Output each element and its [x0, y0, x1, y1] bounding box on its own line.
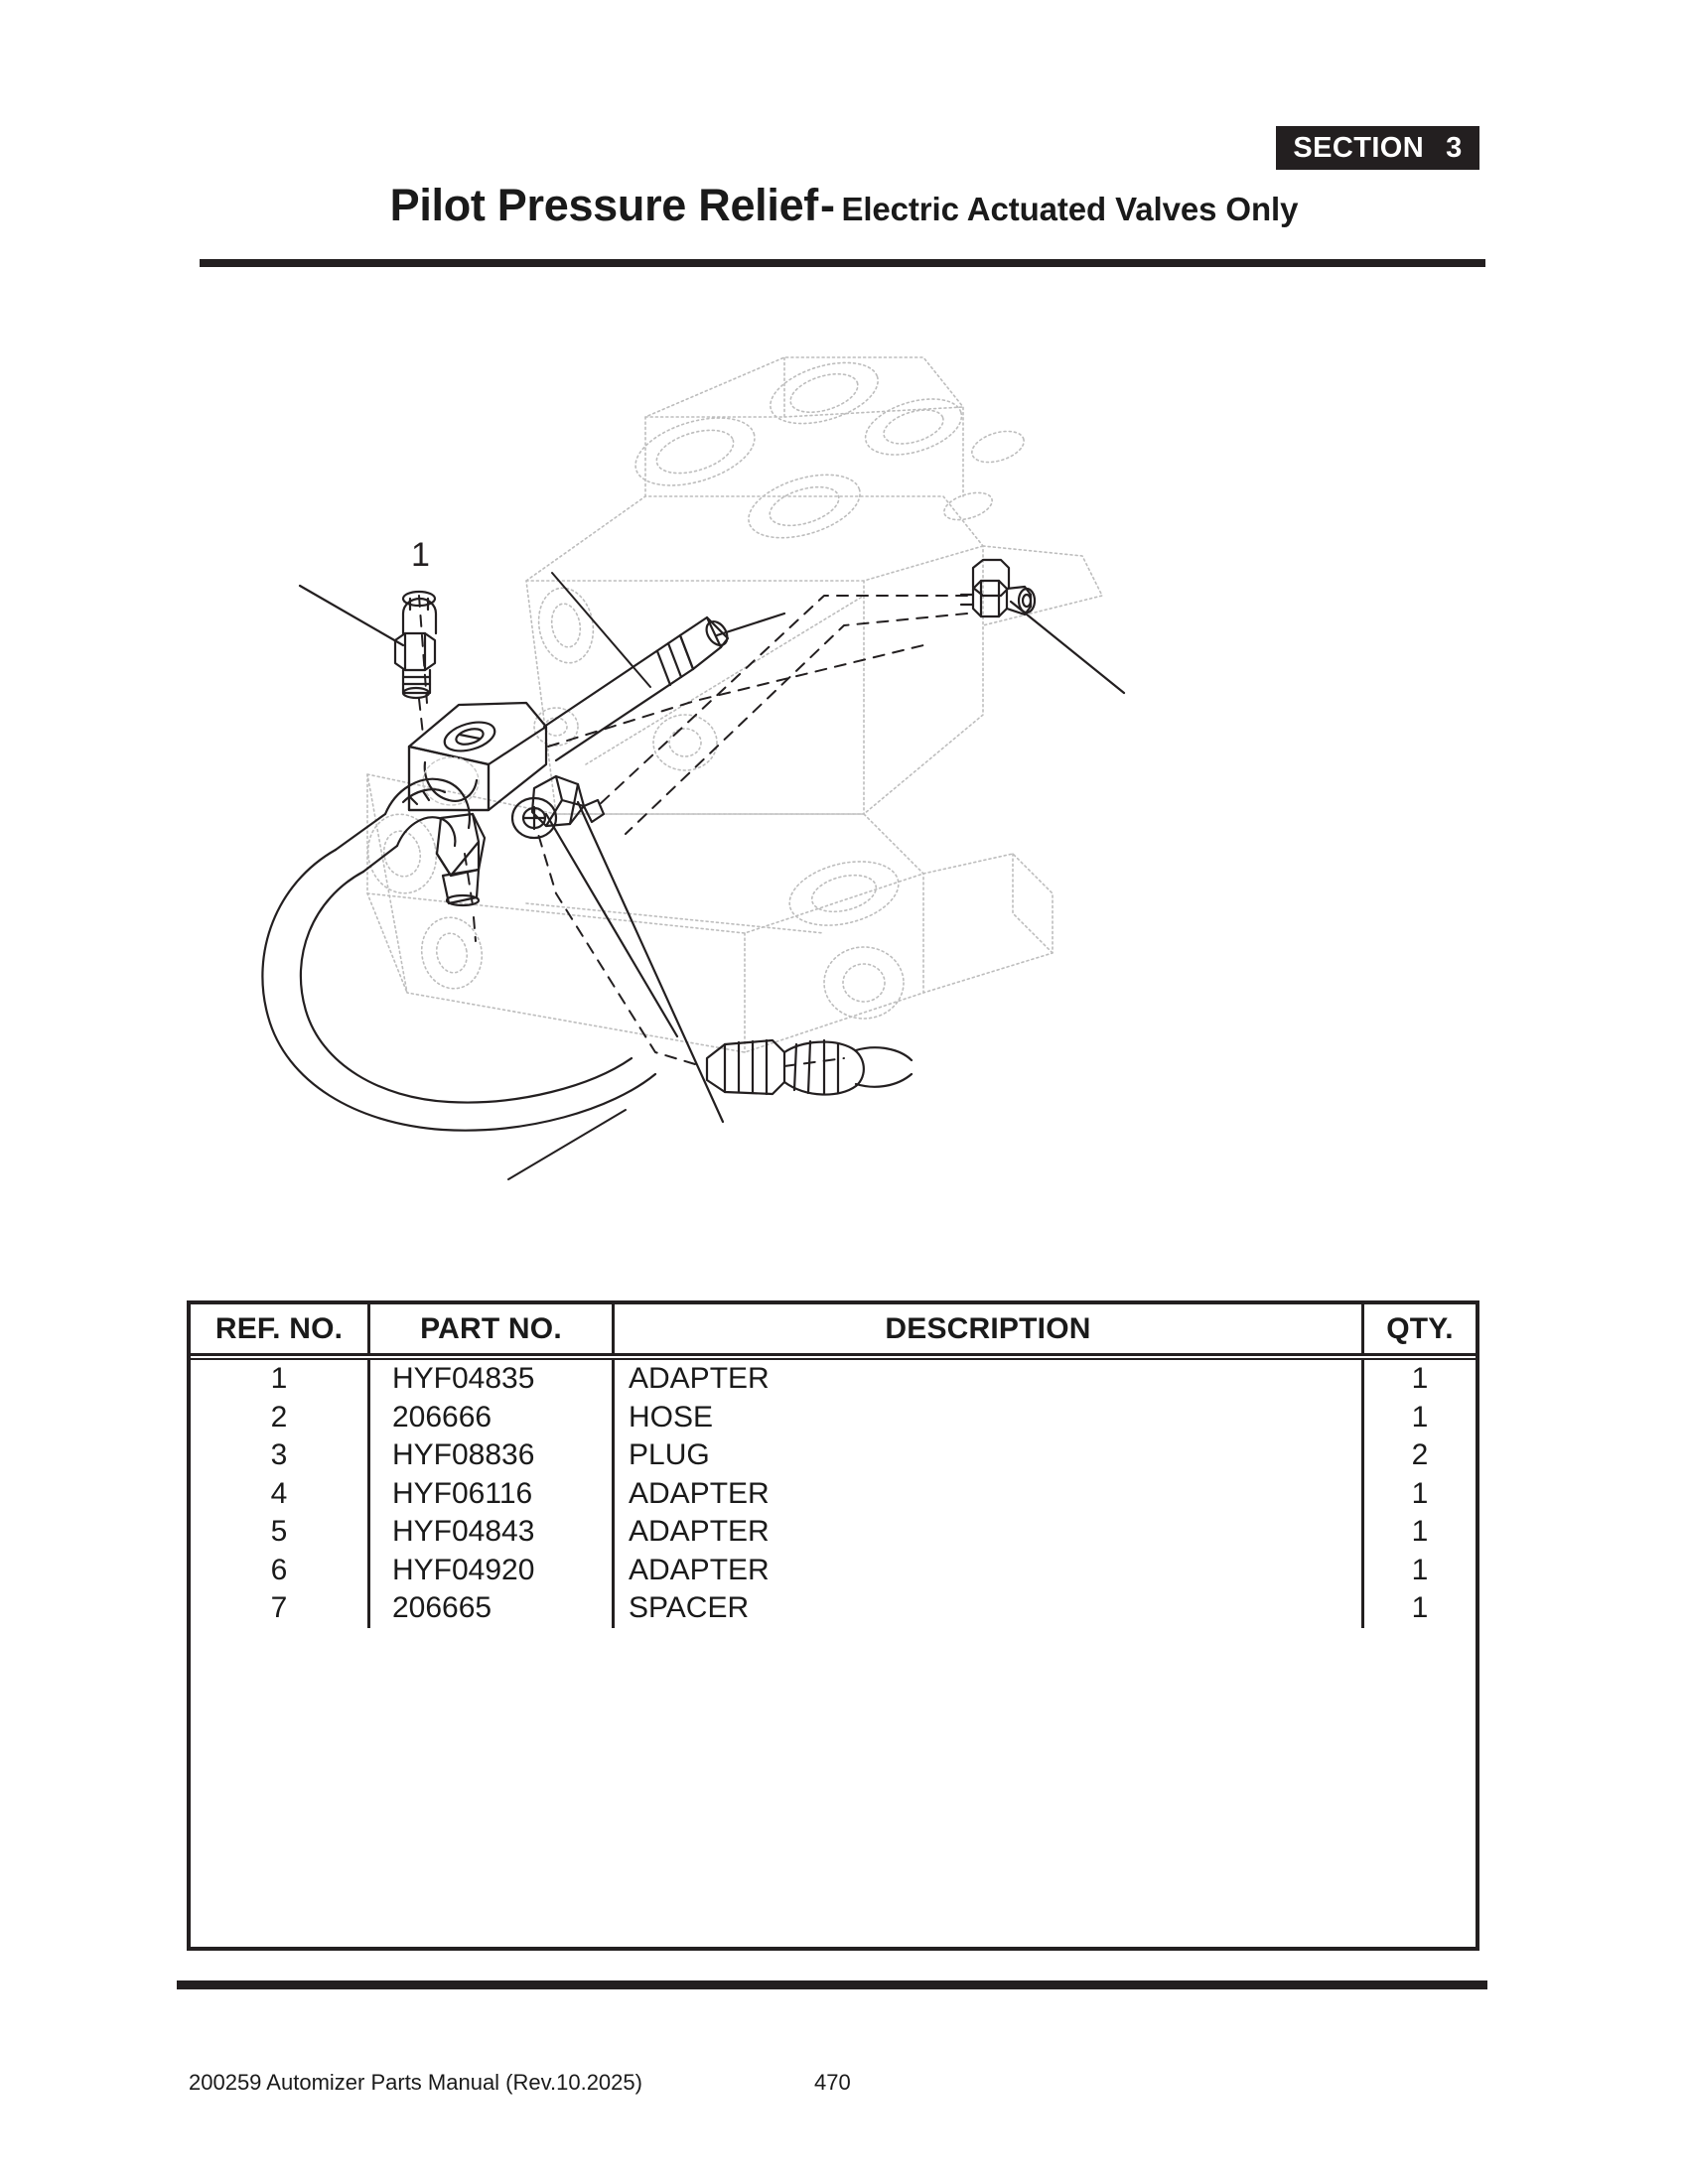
hydraulic-hose-assembly	[261, 777, 914, 1180]
cell-description: ADAPTER	[612, 1474, 1361, 1513]
cell-qty: 1	[1361, 1589, 1476, 1628]
callout-leader-lines	[298, 584, 1126, 1124]
column-header-qty: QTY.	[1361, 1304, 1476, 1353]
section-badge-number: 3	[1446, 131, 1463, 164]
cell-qty: 1	[1361, 1474, 1476, 1513]
cell-ref-no: 4	[270, 1476, 288, 1510]
hose-coupling-straight	[705, 1038, 914, 1096]
column-header-ref-no: REF. NO.	[214, 1311, 344, 1345]
cell-description: ADAPTER	[612, 1513, 1361, 1552]
callout-number-1: 1	[411, 536, 430, 574]
cell-ref-no: 3	[270, 1438, 288, 1472]
cell-ref-no: 1	[270, 1362, 288, 1396]
cell-part-no: HYF06116	[367, 1474, 612, 1513]
assembly-dashed-lines	[418, 595, 968, 1067]
cell-description: ADAPTER	[612, 1360, 1361, 1399]
cell-description: HOSE	[612, 1398, 1361, 1436]
cell-ref-no: 5	[270, 1515, 288, 1549]
page-title-dash: -	[819, 180, 835, 230]
adapter-hex-right	[530, 774, 606, 828]
page-title: Pilot Pressure Relief- Electric Actuated…	[0, 180, 1688, 231]
cell-qty: 2	[1361, 1436, 1476, 1475]
column-header-part-no: PART NO.	[367, 1304, 612, 1353]
cell-part-no: 206666	[367, 1398, 612, 1436]
phantom-valve-block	[366, 356, 1103, 1053]
footer-document-title: 200259 Automizer Parts Manual (Rev.10.20…	[189, 2070, 642, 2095]
cell-ref-no: 7	[270, 1591, 288, 1625]
relief-cartridge-barrel	[542, 572, 730, 762]
cell-part-no: 206665	[367, 1589, 612, 1628]
cell-description: SPACER	[612, 1589, 1361, 1628]
parts-table-header-row: REF. NO. PART NO. DESCRIPTION QTY.	[191, 1304, 1476, 1356]
cell-ref-no: 6	[270, 1553, 288, 1586]
page-title-subtitle: Electric Actuated Valves Only	[841, 191, 1299, 227]
column-header-description: DESCRIPTION	[612, 1304, 1361, 1353]
cell-qty: 1	[1361, 1551, 1476, 1589]
header-rule	[200, 259, 1485, 267]
footer-rule	[177, 1980, 1487, 1989]
cell-part-no: HYF04835	[367, 1360, 612, 1399]
cell-ref-no: 2	[270, 1400, 288, 1433]
exploded-parts-illustration: 1	[228, 298, 1470, 1231]
cell-qty: 1	[1361, 1398, 1476, 1436]
cell-qty: 1	[1361, 1360, 1476, 1399]
relief-valve-manifold	[407, 701, 558, 840]
section-badge: SECTION 3	[1276, 126, 1479, 170]
cell-qty: 1	[1361, 1513, 1476, 1552]
footer-page-number: 470	[814, 2070, 851, 2095]
parts-table-header-double-rule	[191, 1356, 1476, 1360]
cell-part-no: HYF08836	[367, 1436, 612, 1475]
page-footer: 200259 Automizer Parts Manual (Rev.10.20…	[189, 2070, 1499, 2100]
page-title-main: Pilot Pressure Relief	[389, 180, 819, 230]
svg-text:1: 1	[411, 536, 430, 574]
cell-description: PLUG	[612, 1436, 1361, 1475]
section-badge-label: SECTION	[1293, 131, 1425, 164]
plug-fitting-right	[959, 558, 1037, 618]
cell-description: ADAPTER	[612, 1551, 1361, 1589]
cell-part-no: HYF04920	[367, 1551, 612, 1589]
cell-part-no: HYF04843	[367, 1513, 612, 1552]
